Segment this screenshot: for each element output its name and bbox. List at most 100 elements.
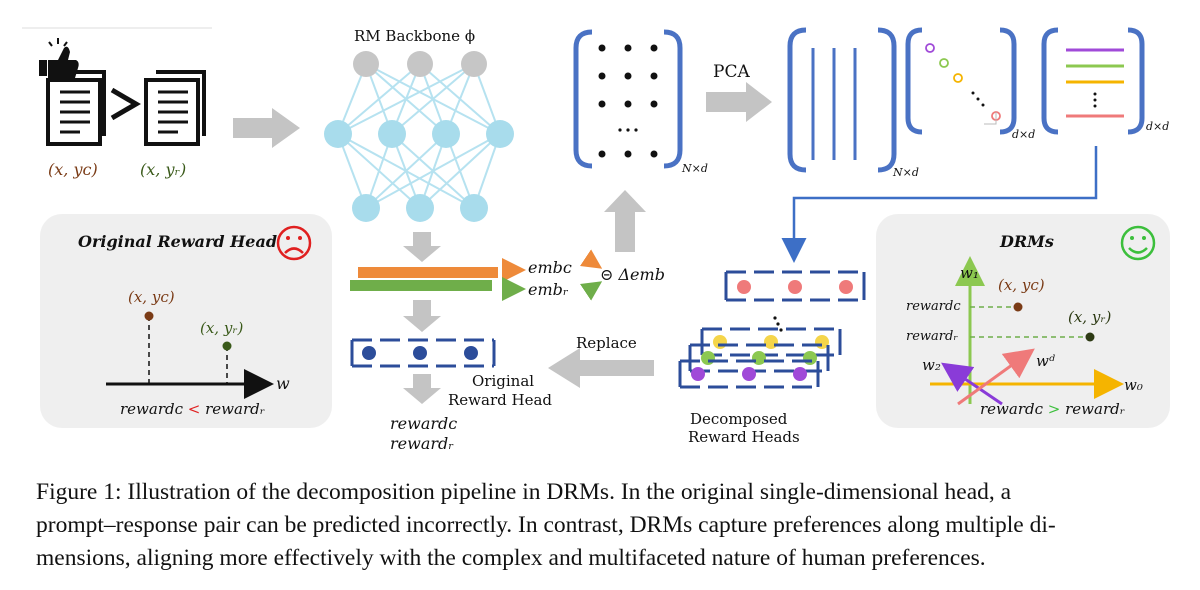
drm-rejected-point [1085, 332, 1095, 342]
chosen-pair-label: (x, yᴄ) [48, 160, 98, 179]
drm-inequality-left: rewardᴄ [980, 400, 1044, 418]
original-plot-rejected-label: (x, yᵣ) [200, 319, 244, 337]
output-reward-rejected: rewardᵣ [390, 434, 454, 453]
network-neuron [378, 120, 406, 148]
original-head-panel-title: Original Reward Head [78, 232, 278, 251]
stacked-reward-head [678, 359, 820, 389]
stacked-reward-head [688, 343, 830, 373]
network-neuron [486, 120, 514, 148]
network-neuron [407, 51, 433, 77]
pca-matrix-sigma [905, 27, 1017, 135]
matrix-entry [624, 100, 632, 108]
network-neuron [432, 120, 460, 148]
drms-panel-title: DRMs [1000, 232, 1054, 251]
pca-label: PCA [713, 62, 750, 82]
decomposed-heads-label-1: Decomposed [690, 410, 788, 428]
matrix-dim-dxd-1: d×d [1012, 128, 1036, 141]
decomposed-reward-heads [678, 270, 866, 389]
original-plot-w-label: w [276, 374, 290, 393]
arrow-down-to-output [403, 374, 441, 404]
matrix-entry [598, 150, 606, 158]
drm-chosen-point [1013, 302, 1023, 312]
drm-reward-chosen-label: rewardᴄ [906, 299, 961, 314]
rejected-reward-point [222, 341, 232, 351]
wd-axis [957, 348, 1035, 406]
connector-to-decomposed-heads [781, 146, 1098, 263]
matrix-entry [624, 44, 632, 52]
embedding-bars [350, 249, 603, 301]
network-edge [419, 133, 501, 209]
caption-line-2: prompt–response pair can be predicted in… [36, 512, 1056, 538]
drm-rejected-point-label: (x, yᵣ) [1068, 308, 1112, 326]
greater-than-symbol [110, 87, 141, 121]
matrix-entry [650, 44, 658, 52]
matrix-ellipsis-dot [618, 128, 622, 132]
decomposed-heads-label-2: Reward Heads [688, 428, 800, 446]
network-neuron [324, 120, 352, 148]
arrow-to-backbone [233, 108, 300, 148]
rejected-embedding-bar [350, 280, 492, 291]
matrix-entry [624, 150, 632, 158]
network-neuron [353, 51, 379, 77]
network-neuron [406, 194, 434, 222]
happy-face-icon [1120, 225, 1156, 261]
arrow-down-to-embeddings [403, 232, 441, 262]
pca-matrix-u [787, 27, 897, 173]
matrix-dim-dxd-2: d×d [1146, 120, 1170, 133]
matrix-dim-nxd-1: N×d [682, 162, 708, 175]
original-inequality-right: rewardᵣ [205, 400, 265, 418]
drm-inequality-right: rewardᵣ [1065, 400, 1125, 418]
matrix-ellipsis-dot [626, 128, 630, 132]
figure-caption: Figure 1: Illustration of the decomposit… [36, 476, 1166, 575]
original-head-label-1: Original [472, 372, 535, 390]
rm-backbone-network [324, 51, 514, 222]
matrix-dim-nxd-2: N×d [893, 166, 919, 179]
network-edge [391, 63, 475, 135]
network-neuron [460, 194, 488, 222]
replace-label: Replace [576, 334, 637, 352]
network-neuron [352, 194, 380, 222]
network-edge [365, 133, 501, 209]
drm-w0-label: w₀ [1124, 376, 1143, 394]
original-reward-head [350, 338, 496, 368]
backbone-title: RM Backbone ϕ [354, 27, 476, 45]
original-inequality: rewardᴄ < rewardᵣ [120, 400, 265, 418]
matrix-entry [624, 72, 632, 80]
arrow-down-to-original-head [403, 300, 441, 332]
document-comparison-icon [22, 27, 212, 150]
embedding-difference-matrix [573, 29, 683, 169]
original-head-label-2: Reward Head [448, 391, 552, 409]
w2-axis [941, 362, 1003, 406]
matrix-entry [650, 72, 658, 80]
chosen-embedding-label: embᴄ [528, 258, 572, 277]
chosen-document-icon [46, 70, 106, 146]
stacked-reward-head [700, 327, 842, 357]
drm-wd-label: wᵈ [1036, 352, 1055, 370]
network-neuron [461, 51, 487, 77]
network-edge [337, 63, 475, 135]
drm-reward-rejected-label: rewardᵣ [906, 329, 958, 344]
chosen-embedding-bar [358, 267, 498, 278]
matrix-entry [598, 44, 606, 52]
drm-chosen-point-label: (x, yᴄ) [998, 276, 1045, 294]
caption-line-3: mensions, aligning more effectively with… [36, 545, 986, 571]
chosen-reward-point [144, 311, 154, 321]
drm-inequality-op: > [1043, 400, 1066, 418]
pipeline-diagram [22, 27, 1170, 428]
caption-line-1: Figure 1: Illustration of the decomposit… [36, 479, 1012, 505]
replace-arrow [548, 348, 654, 388]
matrix-entry [650, 150, 658, 158]
matrix-entry [598, 72, 606, 80]
original-plot-chosen-label: (x, yᴄ) [128, 288, 175, 306]
drm-inequality: rewardᴄ > rewardᵣ [980, 400, 1125, 418]
delta-embedding-label: ⊝ Δemb [600, 265, 665, 284]
matrix-entry [598, 100, 606, 108]
network-edge [337, 63, 421, 135]
matrix-ellipsis-dot [634, 128, 638, 132]
arrow-up-to-matrix [604, 190, 646, 252]
pca-arrow [706, 82, 772, 122]
output-reward-chosen: rewardᴄ [390, 414, 458, 433]
pca-matrix-v [1041, 27, 1145, 135]
network-edge [365, 133, 447, 209]
rejected-embedding-label: embᵣ [528, 280, 569, 299]
